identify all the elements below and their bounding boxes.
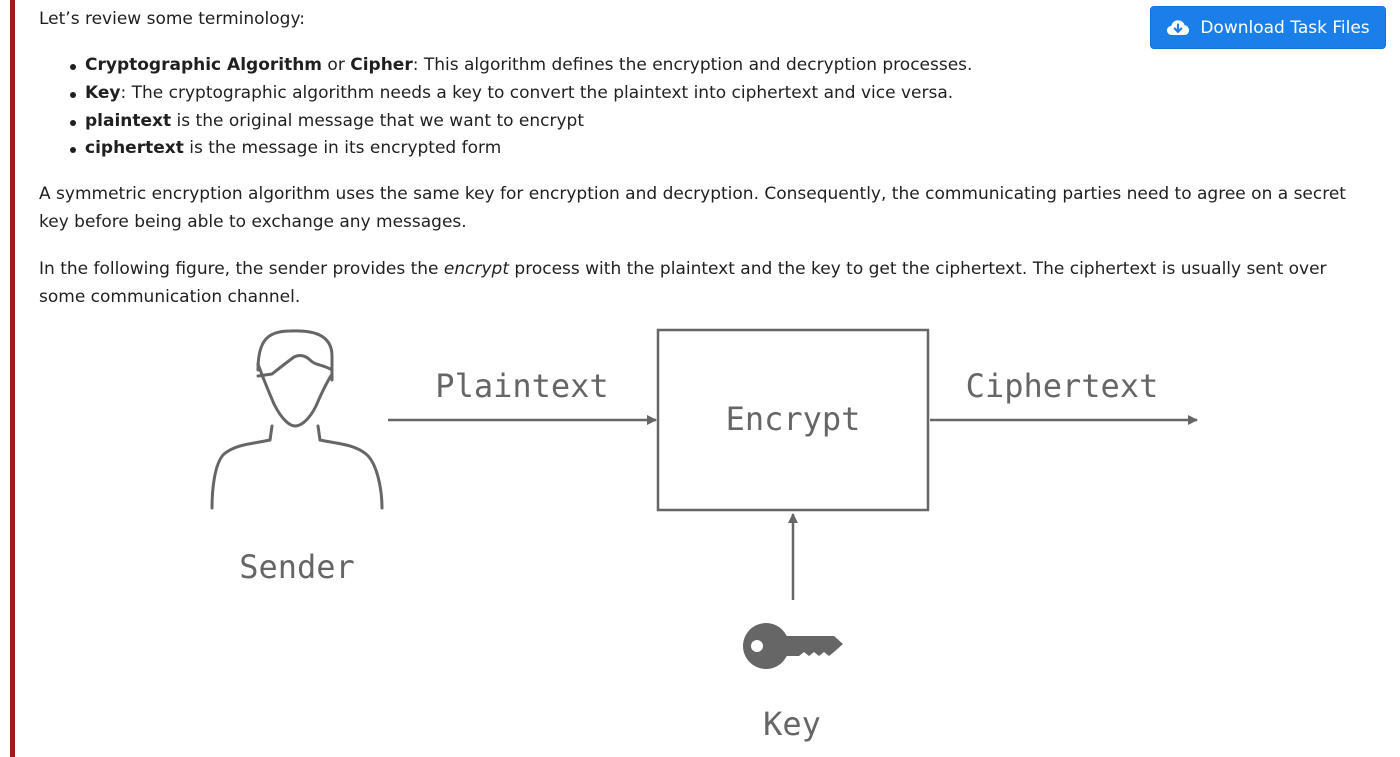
term-connector: or (322, 55, 351, 75)
term-definition: is the original message that we want to … (171, 110, 585, 131)
key-label: Key (763, 705, 821, 743)
symmetric-encryption-paragraph: A symmetric encryption algorithm uses th… (39, 184, 1346, 232)
symmetric-encryption-diagram: Sender Plaintext Encrypt Ciphertext Key (210, 328, 1198, 743)
paragraph-text: process with the plaintext and the key t… (39, 259, 1327, 307)
list-item: Key: The cryptographic algorithm needs a… (69, 80, 972, 108)
term-definition: : This algorithm defines the encryption … (412, 55, 973, 75)
sender-label: Sender (239, 548, 355, 586)
intro-text: Let’s review some terminology: (39, 9, 306, 29)
list-item: Cryptographic Algorithm or Cipher: This … (69, 52, 973, 80)
term-bold: Cryptographic Algorithm (85, 55, 323, 75)
term-bold: Key (85, 82, 121, 103)
left-accent-bar (10, 0, 15, 757)
term-bold: plaintext (85, 110, 172, 131)
term-bold: ciphertext (85, 138, 184, 159)
encrypt-label: Encrypt (726, 400, 861, 438)
term-definition: is the message in its encrypted form (183, 138, 502, 159)
download-task-files-button[interactable]: Download Task Files (1150, 6, 1386, 49)
encrypt-box (656, 328, 930, 512)
list-item: ciphertext is the message in its encrypt… (69, 135, 972, 163)
paragraph-text: In the following figure, the sender prov… (39, 259, 444, 279)
terminology-list: Cryptographic Algorithm or Cipher: This … (39, 52, 972, 163)
plaintext-label: Plaintext (435, 367, 608, 405)
sender-person-icon (210, 329, 384, 510)
key-icon (743, 623, 843, 669)
key-hole (751, 640, 763, 652)
cloud-download-icon (1166, 18, 1190, 38)
figure-intro-paragraph: In the following figure, the sender prov… (39, 256, 1359, 311)
term-bold: Cipher (350, 55, 413, 75)
encrypt-emphasis: encrypt (443, 259, 510, 279)
list-item: plaintext is the original message that w… (69, 108, 972, 136)
download-button-label: Download Task Files (1200, 17, 1370, 38)
term-definition: : The cryptographic algorithm needs a ke… (120, 82, 954, 103)
ciphertext-label: Ciphertext (966, 367, 1159, 405)
